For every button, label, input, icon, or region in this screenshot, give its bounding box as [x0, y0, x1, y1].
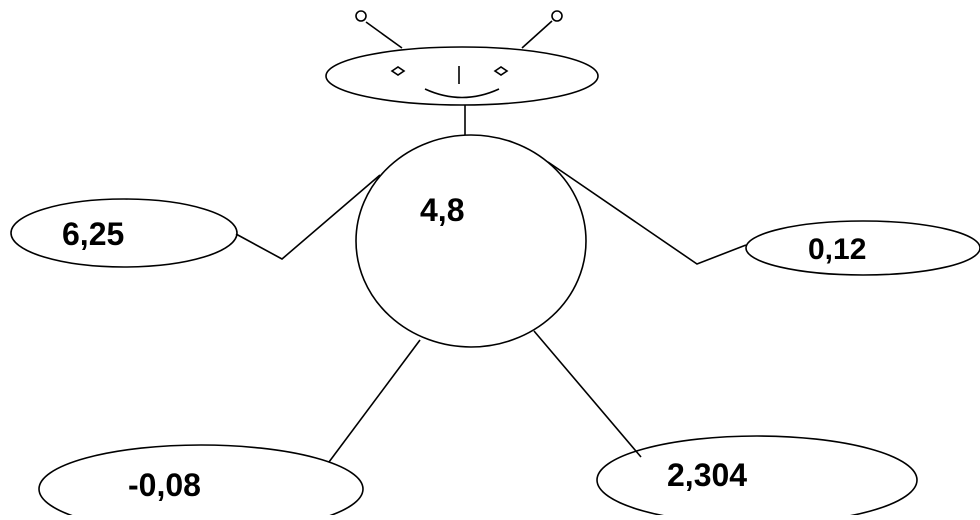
left-foot-value: -0,08 — [128, 467, 201, 503]
left-foot-ellipse — [38, 444, 364, 520]
left-antenna-line — [365, 21, 403, 49]
body-ellipse — [355, 134, 587, 348]
right-hand-value: 0,12 — [808, 233, 866, 266]
left-hand-value: 6,25 — [62, 216, 124, 252]
right-foot-value: 2,304 — [667, 457, 747, 493]
left-eye-icon — [390, 66, 406, 76]
right-antenna-tip — [551, 10, 563, 22]
right-antenna-line — [521, 20, 553, 49]
body-value: 4,8 — [420, 192, 464, 228]
right-foot-ellipse — [596, 435, 918, 520]
left-hand-ellipse — [10, 198, 238, 268]
right-hand-ellipse — [745, 220, 980, 276]
left-antenna-tip — [355, 10, 367, 22]
head-ellipse — [325, 46, 599, 106]
mouth-curve — [424, 88, 500, 99]
right-arm-line — [547, 161, 747, 265]
right-leg-line — [533, 330, 642, 458]
left-arm-line — [235, 174, 381, 260]
right-eye-icon — [493, 66, 509, 76]
left-leg-line — [328, 339, 421, 463]
